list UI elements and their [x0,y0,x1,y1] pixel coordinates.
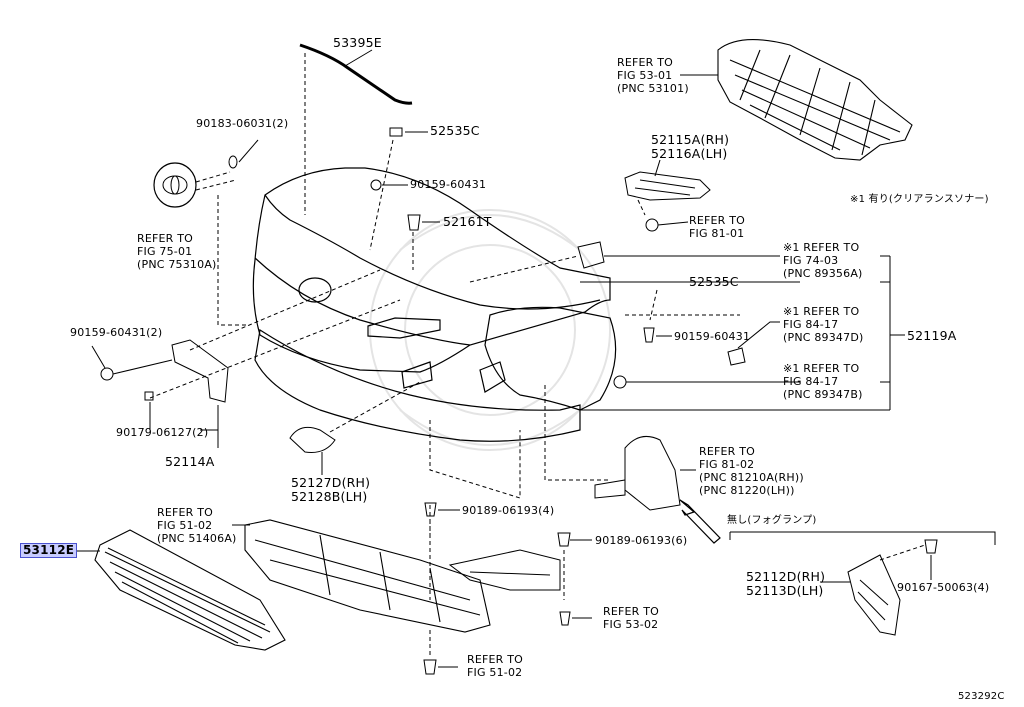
label-90189-4[interactable]: 90189-06193(4) [462,504,555,517]
emblem-icon[interactable] [153,162,197,208]
label-52115a[interactable]: 52115A(RH) 52116A(LH) [651,132,730,161]
note-clearance-sonar: ※1 有り(クリアランスソナー) [850,194,989,205]
label-refer-81-01[interactable]: REFER TO FIG 81-01 [689,214,745,240]
radiator-grille[interactable] [717,39,913,161]
figure-id: 523292C [958,691,1005,702]
label-refer-81-02[interactable]: REFER TO FIG 81-02 (PNC 81210A(RH)) (PNC… [699,445,804,497]
bumper-retainer-52115a[interactable] [624,171,711,201]
lower-grille-53112e[interactable] [94,529,286,651]
label-90159-top[interactable]: 90159-60431 [410,178,487,191]
label-52127d[interactable]: 52127D(RH) 52128B(LH) [291,475,371,504]
fog-lamp[interactable] [594,435,681,511]
label-90189-6[interactable]: 90189-06193(6) [595,534,688,547]
label-52161t[interactable]: 52161T [443,214,492,229]
label-refer-53-01[interactable]: REFER TO FIG 53-01 (PNC 53101) [617,56,689,95]
bumper-cover[interactable] [252,167,617,442]
label-90159-2[interactable]: 90159-60431(2) [70,326,163,339]
label-53112e-highlighted[interactable]: 53112E [20,543,78,558]
towing-hook-cover[interactable] [289,426,336,453]
label-52112d[interactable]: 52112D(RH) 52113D(LH) [746,569,826,598]
label-52535c-mid[interactable]: 52535C [689,274,739,289]
label-refer-74-03[interactable]: ※1 REFER TO FIG 74-03 (PNC 89356A) [783,241,863,280]
label-90167[interactable]: 90167-50063(4) [897,581,990,594]
label-52114a[interactable]: 52114A [165,454,215,469]
label-refer-51-02-a[interactable]: REFER TO FIG 51-02 (PNC 51406A) [157,506,237,545]
clip-52535c-top[interactable] [389,127,403,137]
splash-shield[interactable] [448,549,561,591]
label-refer-53-02[interactable]: REFER TO FIG 53-02 [603,605,659,631]
label-90183[interactable]: 90183-06031(2) [196,117,289,130]
under-cover[interactable] [244,519,491,633]
label-refer-84-17-b[interactable]: ※1 REFER TO FIG 84-17 (PNC 89347B) [783,362,863,401]
label-refer-84-17-d[interactable]: ※1 REFER TO FIG 84-17 (PNC 89347D) [783,305,864,344]
label-90159-mid[interactable]: 90159-60431 [674,330,751,343]
label-refer-75-01[interactable]: REFER TO FIG 75-01 (PNC 75310A) [137,232,217,271]
label-53395e[interactable]: 53395E [333,35,382,50]
label-52535c-top[interactable]: 52535C [430,123,480,138]
label-52119a[interactable]: 52119A [907,328,957,343]
note-no-fog-lamp: 無し(フォグランプ) [727,515,817,526]
sensor-cover[interactable] [577,241,605,269]
seal-strip-53395E[interactable] [299,43,413,105]
bumper-bracket-52114a[interactable] [171,339,229,403]
label-90179[interactable]: 90179-06127(2) [116,426,209,439]
fog-lamp-cover-52112d[interactable] [847,554,901,636]
label-refer-51-02-b[interactable]: REFER TO FIG 51-02 [467,653,523,679]
watermark [369,209,611,451]
